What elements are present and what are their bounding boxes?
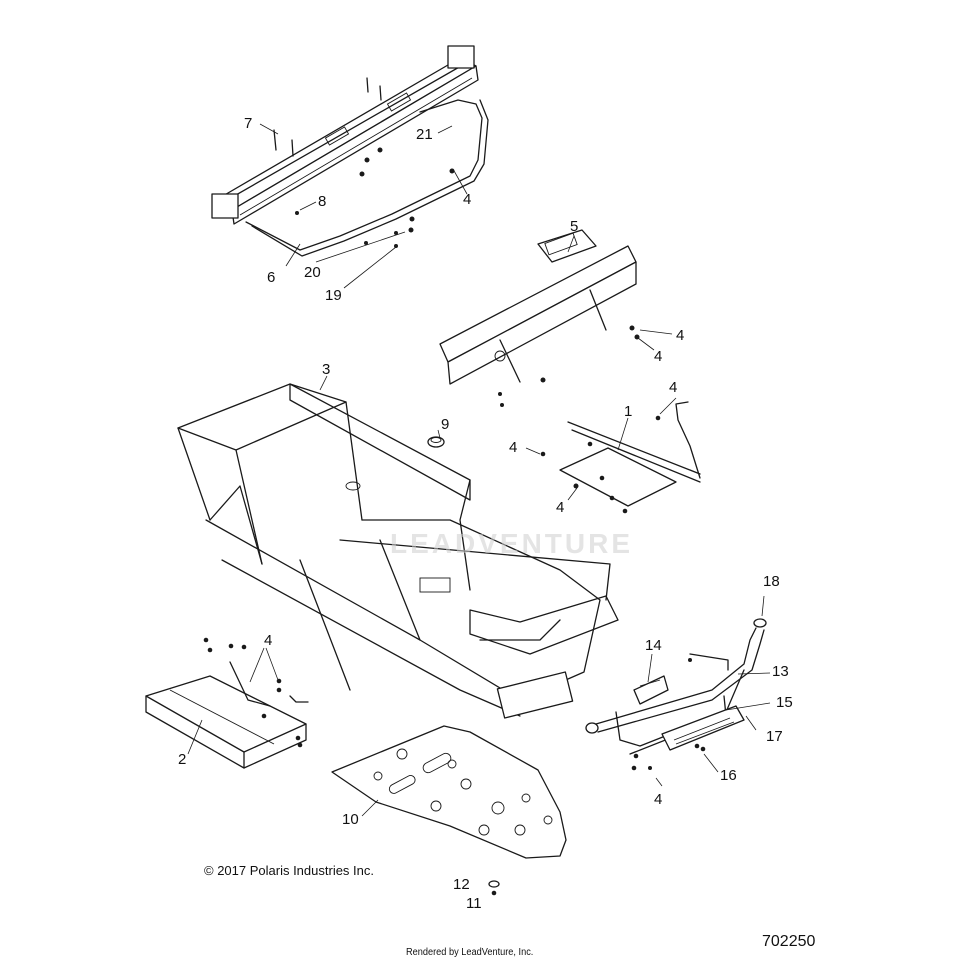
callout-4d[interactable]: 4 (669, 379, 678, 396)
callout-12[interactable]: 12 (453, 876, 470, 893)
bumper-fasteners (631, 658, 706, 771)
callout-16[interactable]: 16 (720, 767, 737, 784)
callout-4h[interactable]: 4 (654, 791, 663, 808)
callout-1[interactable]: 1 (624, 403, 633, 420)
callout-7[interactable]: 7 (244, 115, 253, 132)
callout-10[interactable]: 10 (342, 811, 359, 828)
callout-14[interactable]: 14 (645, 637, 662, 654)
watermark-text: LEADVENTURE (390, 528, 634, 559)
copyright-text: © 2017 Polaris Industries Inc. (204, 863, 374, 878)
callout-4c[interactable]: 4 (654, 348, 663, 365)
front-bracket (145, 637, 309, 769)
bolts-top (273, 77, 415, 248)
callout-13[interactable]: 13 (772, 663, 789, 680)
skid-plate (331, 725, 567, 859)
callout-15[interactable]: 15 (776, 694, 793, 711)
callout-9[interactable]: 9 (441, 416, 450, 433)
callout-4e[interactable]: 4 (509, 439, 518, 456)
callout-3[interactable]: 3 (322, 361, 331, 378)
bumper-bracket (633, 675, 669, 705)
callout-5[interactable]: 5 (570, 218, 579, 235)
rendered-by-text: Rendered by LeadVenture, Inc. (406, 947, 534, 958)
callout-18[interactable]: 18 (763, 573, 780, 590)
diagram-id: 702250 (762, 933, 816, 950)
callout-6[interactable]: 6 (267, 269, 276, 286)
callout-8[interactable]: 8 (318, 193, 327, 210)
plug (427, 436, 445, 448)
main-chassis-frame (177, 383, 619, 719)
leader-lines (187, 123, 771, 817)
callout-4a[interactable]: 4 (463, 191, 472, 208)
callout-4g[interactable]: 4 (264, 632, 273, 649)
callout-2[interactable]: 2 (178, 751, 187, 768)
callout-11[interactable]: 11 (466, 895, 482, 912)
callout-4b[interactable]: 4 (676, 327, 685, 344)
skid-fastener (488, 880, 500, 896)
rear-rack-frame (211, 45, 489, 257)
callout-17[interactable]: 17 (766, 728, 783, 745)
bumper-grille (661, 705, 745, 751)
callout-20[interactable]: 20 (304, 264, 321, 281)
callout-4f[interactable]: 4 (556, 499, 565, 516)
cross-member (439, 229, 640, 407)
rear-bracket (540, 401, 701, 514)
callout-19[interactable]: 19 (325, 287, 342, 304)
callout-21[interactable]: 21 (416, 126, 433, 143)
